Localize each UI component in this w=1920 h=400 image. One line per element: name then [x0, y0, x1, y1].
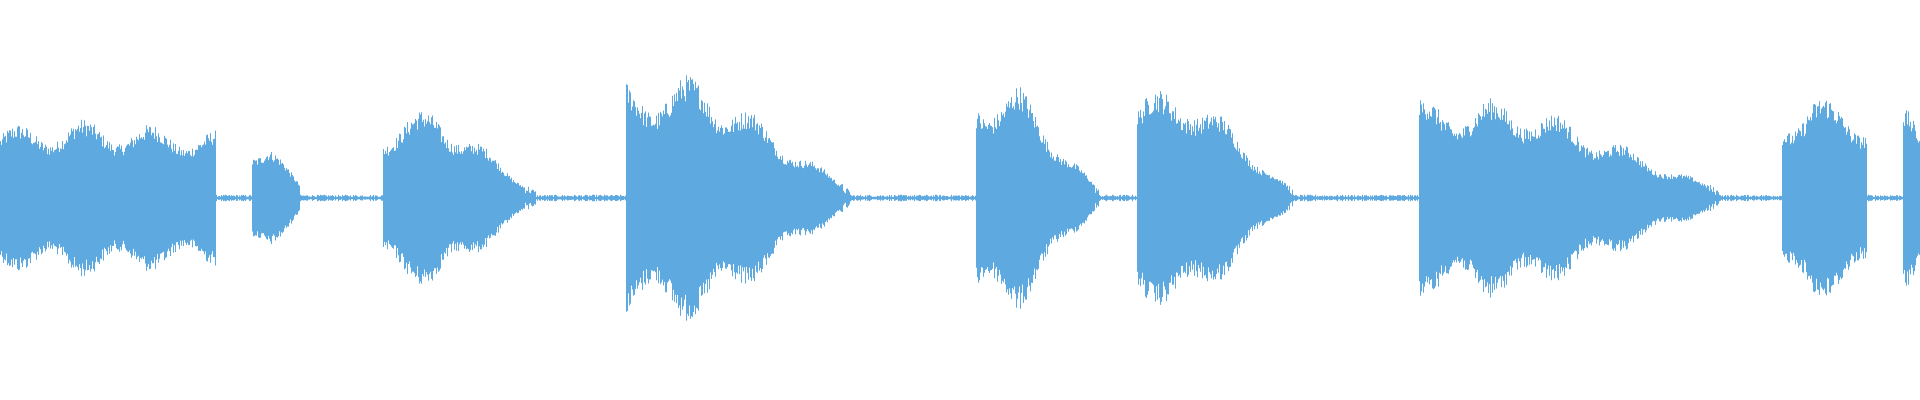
- waveform-svg: [0, 75, 1920, 321]
